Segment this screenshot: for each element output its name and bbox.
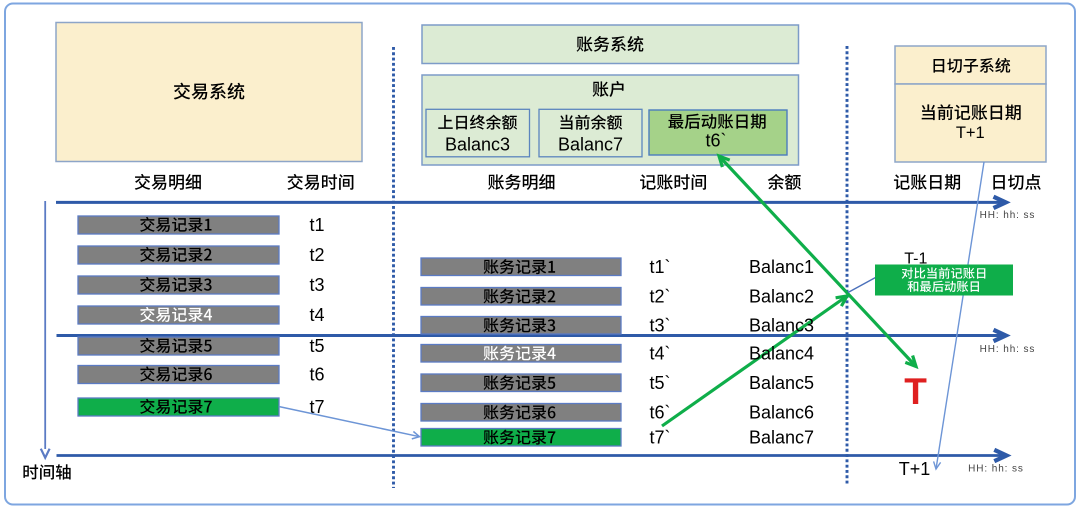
svg-text:T: T <box>904 371 927 412</box>
svg-text:Balanc3: Balanc3 <box>445 134 510 154</box>
svg-text:HH: hh: ss: HH: hh: ss <box>980 210 1036 221</box>
svg-text:Balanc4: Balanc4 <box>749 344 814 364</box>
svg-text:T+1: T+1 <box>899 459 931 479</box>
svg-text:t4: t4 <box>309 305 324 325</box>
svg-text:t5: t5 <box>309 336 324 356</box>
svg-text:HH: hh: ss: HH: hh: ss <box>980 344 1036 355</box>
svg-text:t3`: t3` <box>649 316 670 336</box>
svg-text:Balanc7: Balanc7 <box>558 134 623 154</box>
svg-text:T-1: T-1 <box>904 251 927 268</box>
svg-text:t1`: t1` <box>649 257 670 277</box>
svg-text:t6`: t6` <box>649 403 670 423</box>
svg-text:Balanc6: Balanc6 <box>749 403 814 423</box>
svg-text:t2`: t2` <box>649 287 670 307</box>
svg-text:t6`: t6` <box>705 130 726 150</box>
svg-text:t3: t3 <box>309 275 324 295</box>
svg-text:Balanc7: Balanc7 <box>749 428 814 448</box>
svg-text:t7: t7 <box>309 397 324 417</box>
svg-text:t4`: t4` <box>649 344 670 364</box>
svg-text:HH: hh: ss: HH: hh: ss <box>968 464 1024 475</box>
svg-text:T+1: T+1 <box>956 124 985 142</box>
svg-text:Balanc5: Balanc5 <box>749 373 814 393</box>
svg-text:t6: t6 <box>309 364 324 384</box>
svg-text:Balanc2: Balanc2 <box>749 287 814 307</box>
svg-text:t2: t2 <box>309 245 324 265</box>
svg-text:t1: t1 <box>309 215 324 235</box>
svg-text:Balanc3: Balanc3 <box>749 316 814 336</box>
svg-text:Balanc1: Balanc1 <box>749 257 814 277</box>
svg-text:t7`: t7` <box>649 428 670 448</box>
svg-text:t5`: t5` <box>649 373 670 393</box>
